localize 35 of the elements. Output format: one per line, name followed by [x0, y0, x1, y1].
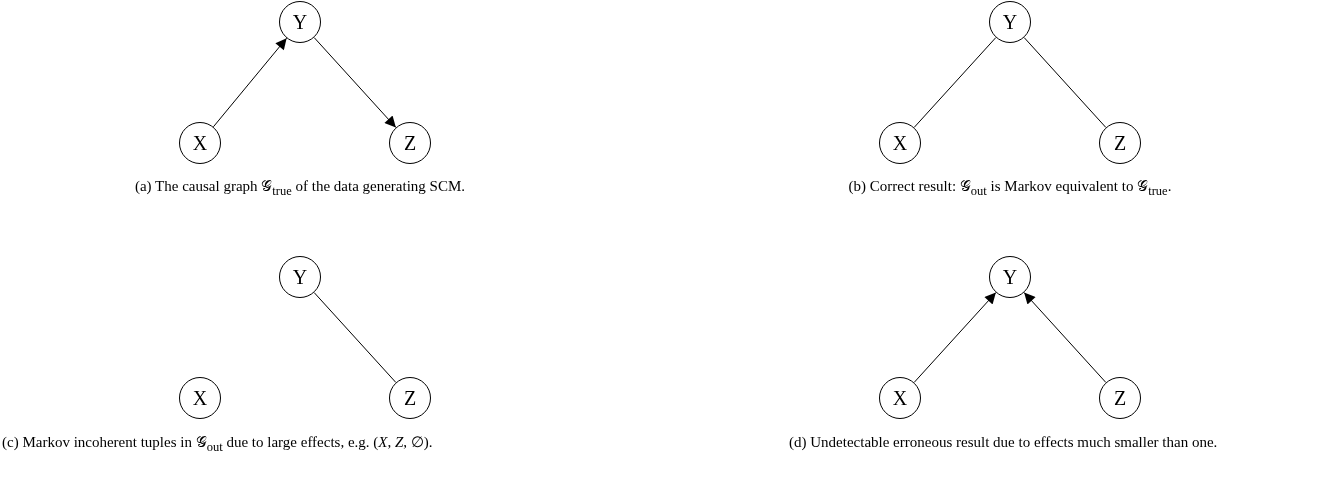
node-label: Y: [292, 267, 308, 287]
node-label: Y: [1002, 12, 1018, 32]
variable-circle: [1099, 122, 1141, 164]
connector-line: [313, 292, 397, 383]
variable-circle: [179, 122, 221, 164]
variable-circle: [389, 122, 431, 164]
variable-circle: [279, 256, 321, 298]
node-label: Y: [292, 12, 308, 32]
node-label: X: [892, 388, 908, 408]
variable-circle: [989, 1, 1031, 43]
node-label: X: [892, 133, 908, 153]
arrow: [1023, 292, 1107, 383]
variable-circle: [879, 122, 921, 164]
connector-line: [1023, 37, 1107, 128]
variable-circle: [179, 377, 221, 419]
connector-line: [913, 37, 997, 128]
variable-circle: [279, 1, 321, 43]
node-label: Y: [1002, 267, 1018, 287]
arrow: [313, 37, 397, 128]
figure-caption: (b) Correct result: 𝒢$_{out}$ is Markov equivalent to 𝒢$_{true}$.: [847, 177, 1173, 200]
node-label: X: [192, 133, 208, 153]
figure-caption: (c) Markov incoherent tuples in 𝒢$_{out}$ due to large effects, e.g. (X, Z, ∅).: [2, 433, 434, 456]
variable-circle: [389, 377, 431, 419]
node-label: X: [192, 388, 208, 408]
node-label: Z: [403, 133, 417, 153]
figure-caption: (a) The causal graph 𝒢$_{true}$ of the data generating SCM.: [133, 177, 467, 200]
node-label: Z: [1113, 133, 1127, 153]
arrow: [913, 292, 997, 383]
arrow: [212, 37, 288, 128]
variable-circle: [879, 377, 921, 419]
figure-caption: (d) Undetectable erroneous result due to effects much smaller than one.: [789, 433, 1219, 452]
node-label: Z: [1113, 388, 1127, 408]
node-label: Z: [403, 388, 417, 408]
variable-circle: [1099, 377, 1141, 419]
variable-circle: [989, 256, 1031, 298]
